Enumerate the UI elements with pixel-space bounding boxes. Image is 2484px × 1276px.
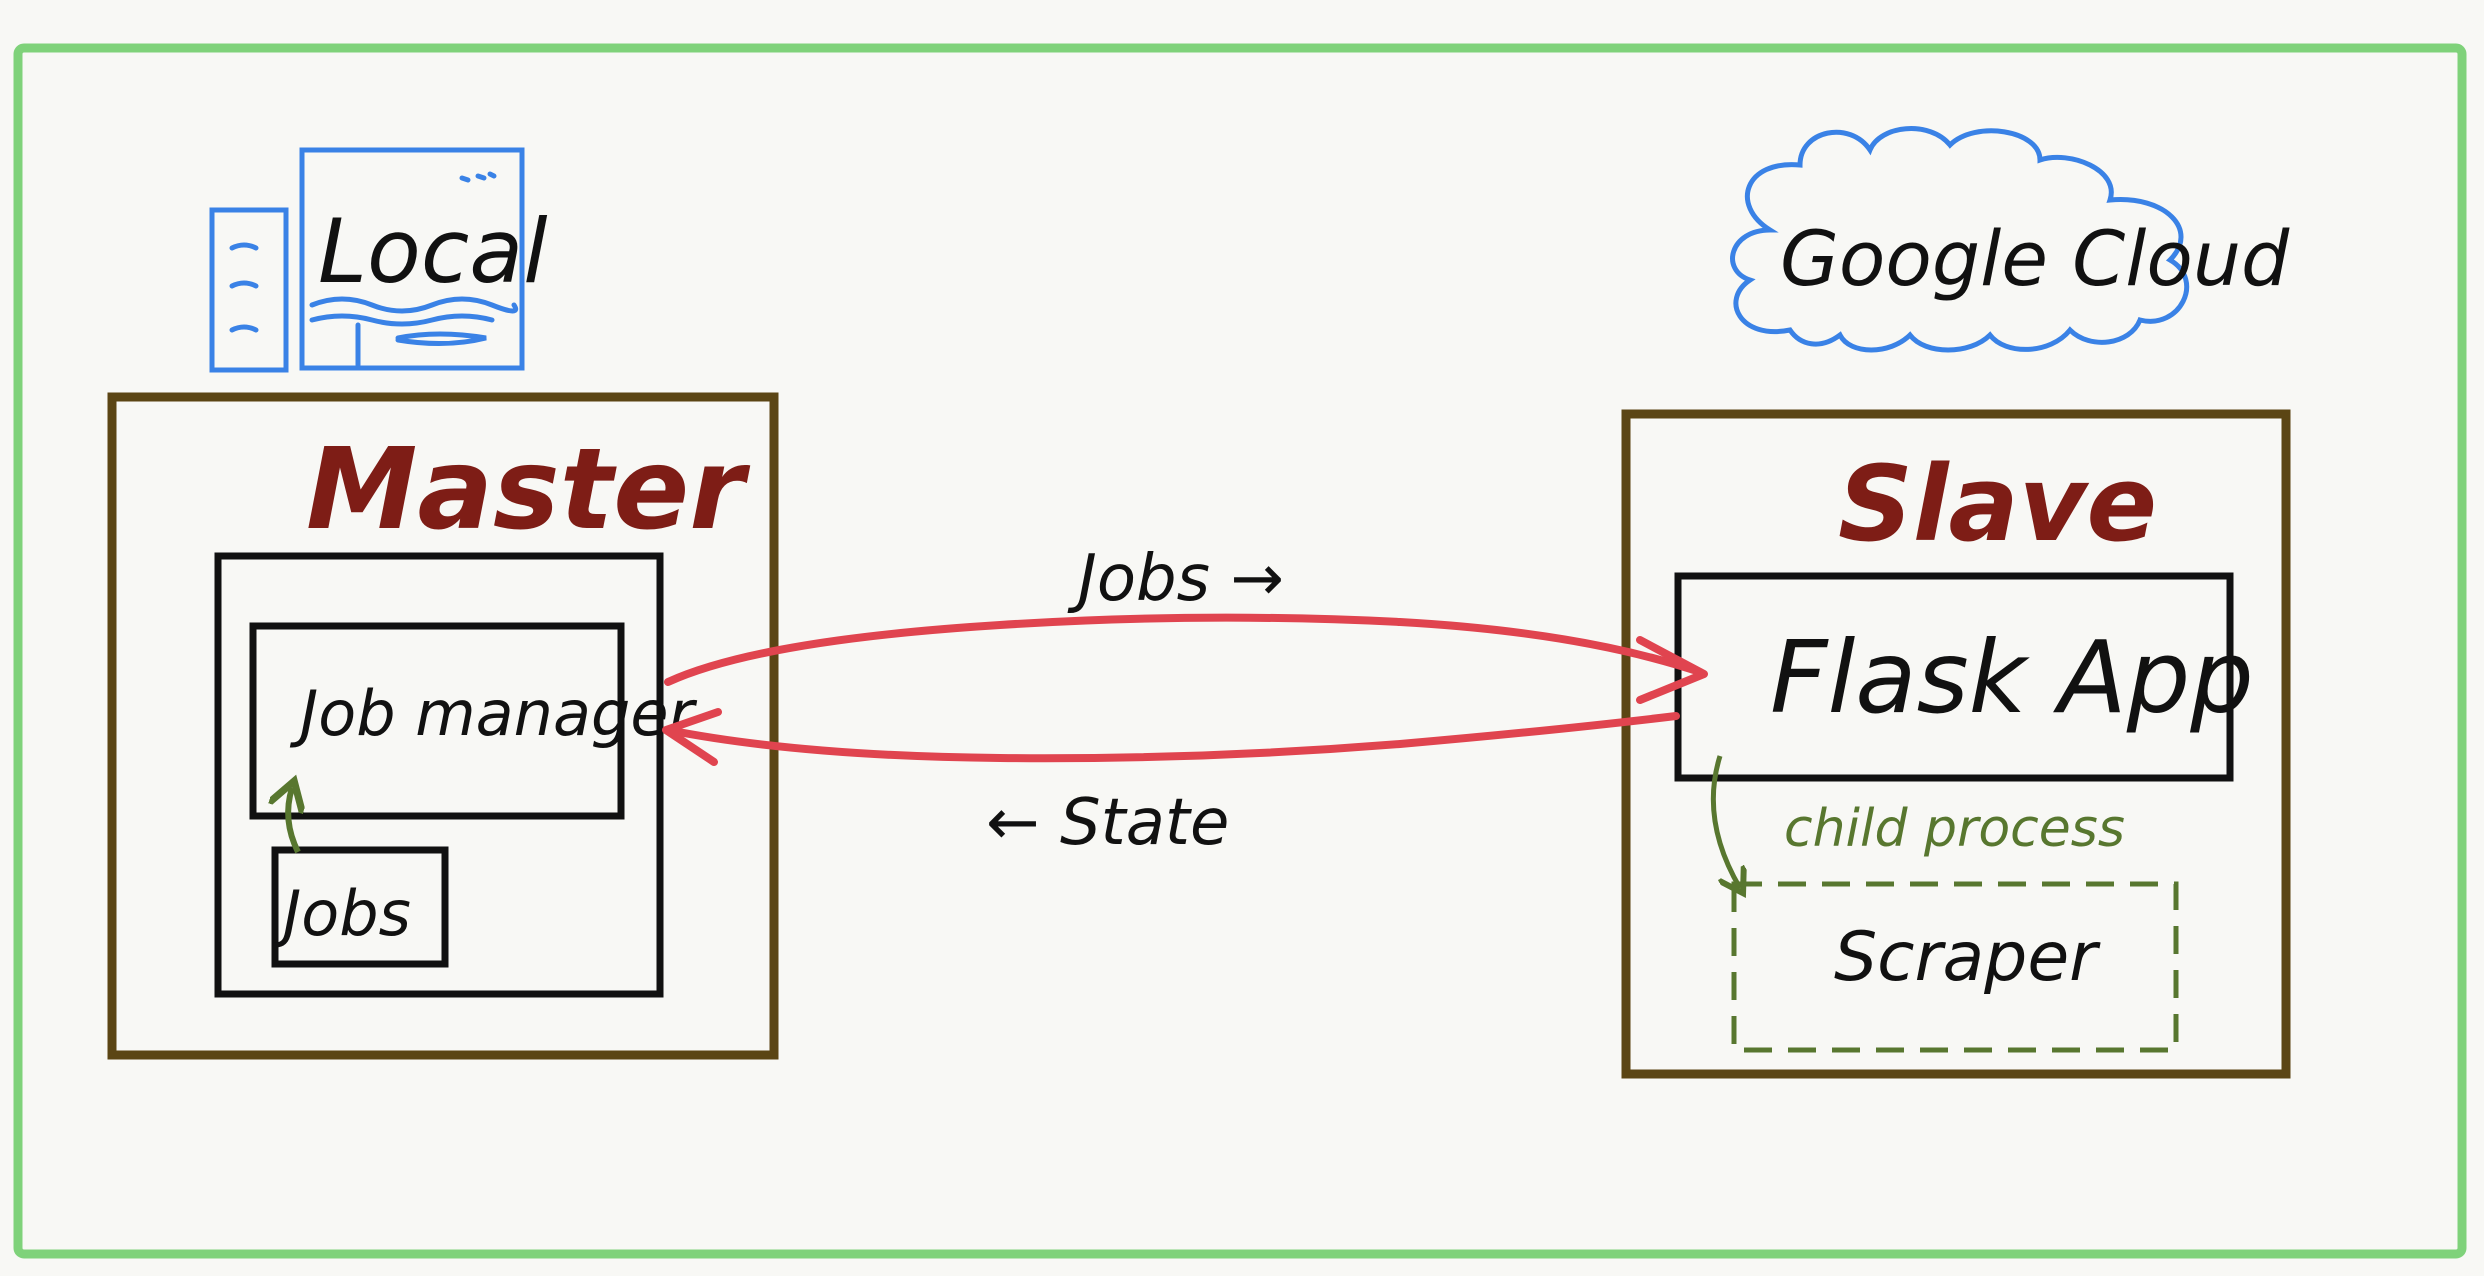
flask-app-box (1674, 572, 2234, 782)
flask-app-label: Flask App (1770, 619, 2254, 736)
child-process-arrow (1710, 755, 1740, 888)
jobs-arrow-label: Jobs → (1067, 542, 1284, 616)
state-arrow-head (662, 708, 722, 766)
job-manager-label: Job manager (289, 677, 697, 750)
state-arrow-line (664, 712, 1680, 763)
master-inner-box (214, 552, 664, 998)
google-cloud-label: Google Cloud (1780, 214, 2290, 303)
jobs-box-label: Jobs (272, 877, 411, 950)
local-computer-icon (209, 147, 525, 373)
state-arrow-label: ← State (986, 786, 1229, 860)
jobs-arrow-head (1636, 636, 1708, 704)
master-container (107, 392, 779, 1060)
jobs-to-manager-arrow (288, 788, 298, 854)
slave-title: Slave (1838, 443, 2157, 565)
slave-container (1621, 409, 2291, 1079)
google-cloud-icon (1730, 126, 2190, 353)
master-title: Master (306, 425, 751, 555)
scraper-box (1731, 881, 2179, 1053)
jobs-box (271, 846, 449, 968)
outer-frame (13, 43, 2467, 1259)
scraper-label: Scraper (1834, 918, 2101, 997)
local-label: Local (318, 200, 548, 303)
jobs-arrow-line (664, 613, 1704, 686)
job-manager-box (249, 622, 625, 820)
child-process-label: child process (1784, 799, 2125, 859)
